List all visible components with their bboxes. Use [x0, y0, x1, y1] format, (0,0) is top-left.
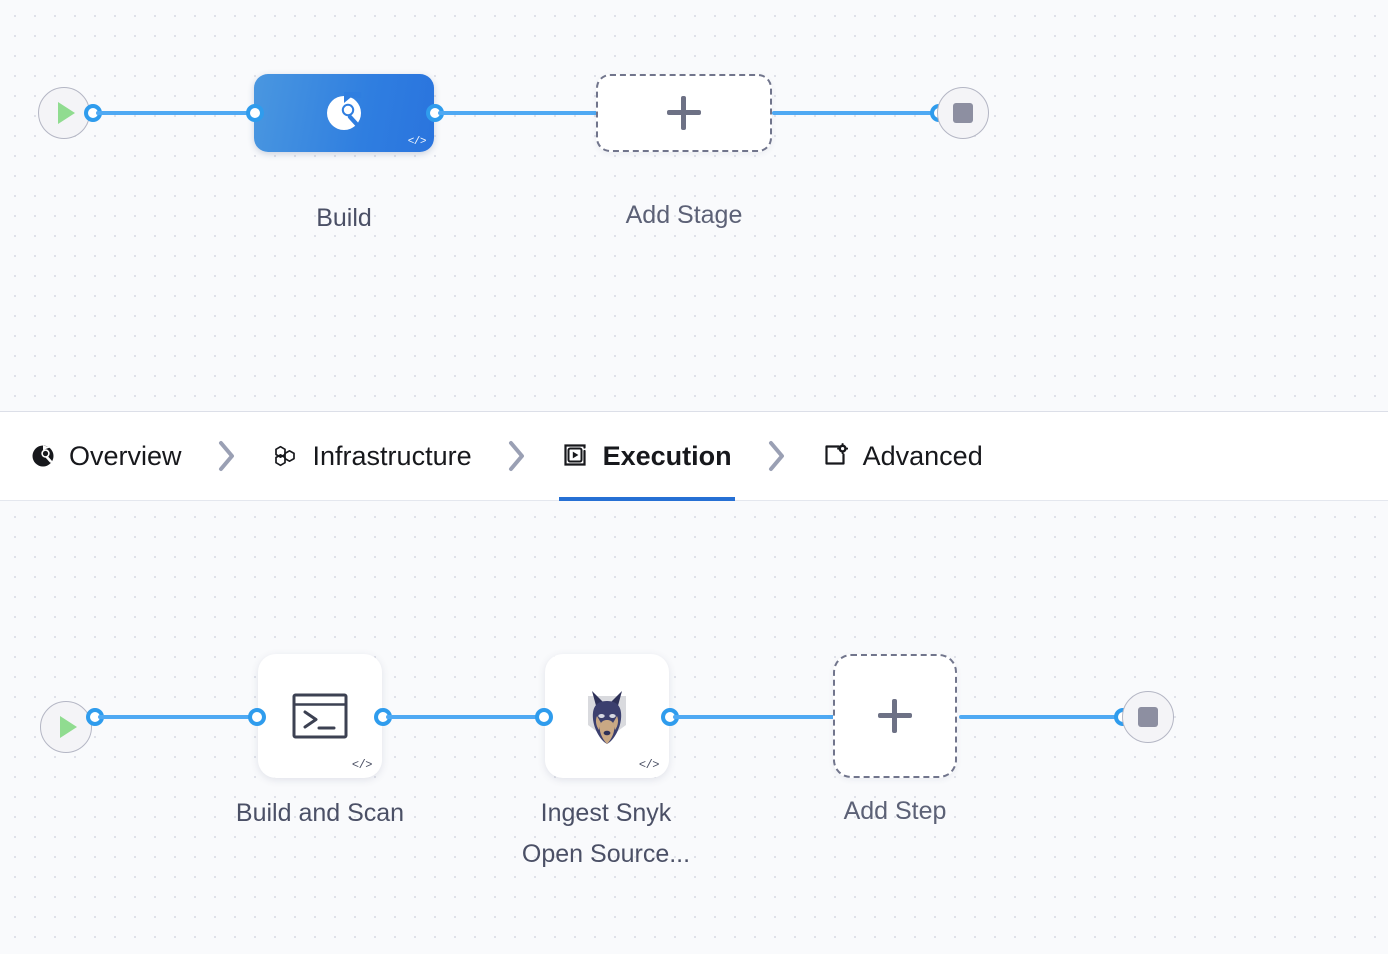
step2-input-port[interactable] [535, 708, 553, 726]
step-node-ingest-snyk[interactable]: </> [545, 654, 669, 778]
connector-addstage-to-end [772, 111, 944, 115]
step-node-build-and-scan[interactable]: </> [258, 654, 382, 778]
execution-canvas[interactable]: </> Build and Scan [0, 501, 1388, 954]
chevron-right-icon-2 [472, 439, 562, 473]
connector-step1-to-step2 [386, 715, 538, 719]
step-code-badge: </> [351, 758, 373, 772]
stage-code-badge: </> [407, 136, 427, 148]
ci-build-icon [327, 92, 362, 130]
step1-input-port[interactable] [248, 708, 266, 726]
stage-canvas[interactable]: </> Build Add Stage [0, 0, 1388, 411]
plus-icon [878, 699, 912, 733]
tab-label-infrastructure: Infrastructure [312, 440, 472, 471]
tab-infrastructure[interactable]: Infrastructure [272, 412, 472, 500]
connector-start-to-step1 [98, 715, 264, 719]
card-gear-icon [822, 442, 850, 470]
terminal-icon [292, 693, 348, 739]
step-label-ingest-snyk: Ingest Snyk Open Source... [521, 799, 691, 869]
step-label-build-and-scan: Build and Scan [235, 799, 405, 827]
add-stage-label: Add Stage [625, 201, 743, 229]
snyk-logo-icon [588, 691, 626, 744]
execution-end-node[interactable] [1122, 691, 1174, 743]
chevron-right-icon-1 [182, 439, 272, 473]
tab-label-advanced: Advanced [862, 440, 983, 471]
tab-advanced[interactable]: Advanced [822, 412, 983, 500]
build-stage-input-port[interactable] [246, 104, 264, 122]
stop-icon [1138, 707, 1158, 727]
stage-node-build[interactable]: </> [254, 74, 434, 152]
connector-build-to-addstage [438, 111, 600, 115]
add-stage-button[interactable] [596, 74, 772, 152]
hexagons-icon [272, 442, 300, 470]
ci-overview-icon [30, 443, 56, 469]
stage-label-build: Build [316, 204, 372, 232]
execution-start-node[interactable] [40, 701, 92, 753]
play-icon [60, 716, 77, 738]
connector-step2-to-addstep [673, 715, 835, 719]
connector-addstep-to-end [959, 715, 1129, 719]
pipeline-start-node[interactable] [38, 87, 90, 139]
tab-execution[interactable]: Execution [558, 412, 735, 502]
step-code-badge: </> [638, 758, 660, 772]
tab-label-overview: Overview [69, 440, 182, 471]
stop-icon [953, 103, 973, 123]
play-in-box-icon [562, 442, 590, 470]
chevron-right-icon-3 [732, 439, 822, 473]
stage-config-tabs[interactable]: Overview Infrastructure [0, 411, 1388, 502]
pipeline-end-node[interactable] [937, 87, 989, 139]
connector-start-to-build [96, 111, 262, 115]
play-icon [58, 102, 75, 124]
add-step-label: Add Step [843, 797, 947, 825]
plus-icon [667, 96, 701, 130]
tab-overview[interactable]: Overview [30, 412, 182, 500]
tab-label-execution: Execution [602, 440, 732, 471]
add-step-button[interactable] [833, 654, 957, 778]
